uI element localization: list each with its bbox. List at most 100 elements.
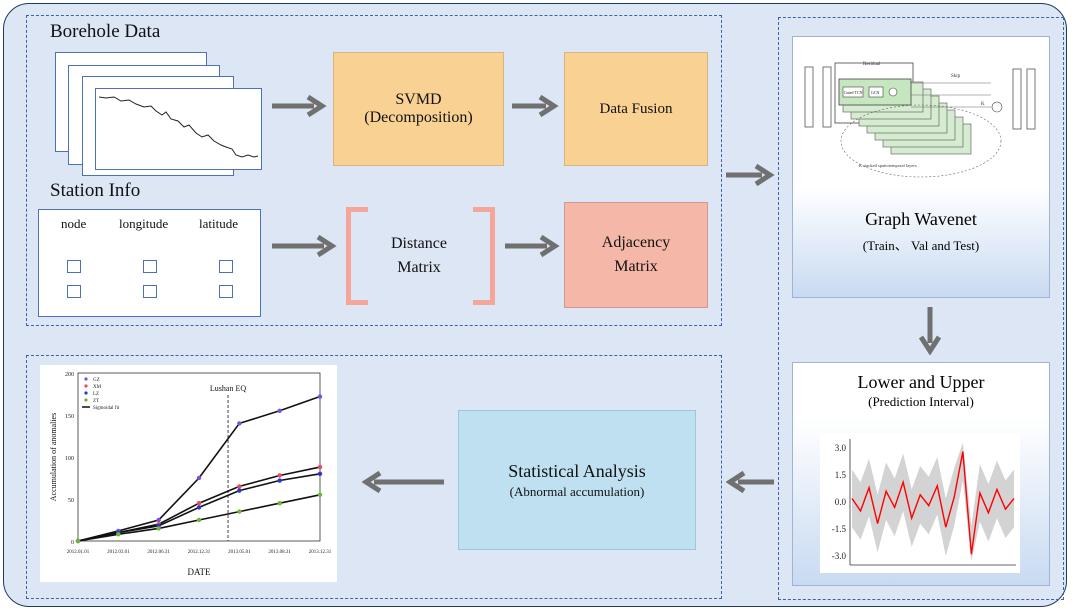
input-group (26, 15, 722, 326)
residual-label: Residual (863, 62, 881, 67)
point-XM (317, 464, 323, 470)
event-label: Lushan EQ (210, 384, 246, 393)
legend-label: LZ (93, 392, 99, 397)
data-fusion-box: Data Fusion (564, 52, 708, 166)
point-ZT (277, 501, 282, 506)
wavenet-title: Graph Wavenet (865, 209, 977, 229)
borehole-title: Borehole Data (50, 21, 161, 42)
point-GZ (156, 517, 161, 523)
legend-marker (84, 377, 88, 381)
y-tick-label: 1.5 (835, 470, 847, 480)
prediction-line (851, 451, 1015, 555)
y-tick-label: 100 (65, 456, 74, 462)
station-title: Station Info (50, 180, 141, 201)
distance-matrix: Distance Matrix (360, 217, 478, 295)
y-tick-label: 0 (71, 540, 74, 546)
distance-sublabel: Matrix (397, 259, 441, 276)
wavenet-architecture-figure: Residual Skip Gated TCN GCN K (804, 62, 1036, 178)
arrow-station-distance (272, 234, 337, 258)
borehole-series-plot (98, 96, 259, 158)
arrow-borehole-svmd (272, 94, 327, 118)
bracket-left (346, 207, 368, 305)
point-GZ (237, 421, 242, 426)
point-XM (196, 501, 202, 506)
stacked-label: K stacked spatiotemporal layers (859, 163, 917, 168)
x-tick-label: 2012.01.01 (67, 550, 90, 555)
arrow-stats-chart (362, 470, 444, 494)
wavenet-panel: Residual Skip Gated TCN GCN K (792, 36, 1050, 298)
y-tick-label: 3.0 (835, 443, 847, 453)
x-tick-label: 2012.03.01 (107, 550, 130, 555)
interval-chart: 3.0 1.5 0.0 -1.5 -3.0 (820, 433, 1020, 573)
legend-marker (84, 384, 88, 388)
interval-panel: Lower and Upper (Prediction Interval) 3.… (792, 362, 1050, 586)
plot-frame (77, 372, 321, 542)
point-LZ (196, 505, 202, 510)
x-tick-label: 2013.08.31 (268, 550, 291, 555)
y-axis-label: Accumulation of anomalies (49, 413, 58, 501)
point-ZT (156, 526, 161, 531)
point-LZ (317, 471, 323, 476)
anomaly-chart: 200 150 100 50 0 2012.01.01 2012.03.01 2012.06.… (40, 365, 337, 582)
x-tick-label: 2012.06.31 (147, 550, 170, 555)
svmd-box: SVMD (Decomposition) (333, 52, 504, 166)
y-tick-label: 50 (68, 498, 74, 504)
legend-label: ZT (93, 399, 99, 404)
point-ZT (317, 492, 323, 497)
column-latitude: latitude (199, 216, 238, 231)
arrow-fusion-wavenet (726, 163, 775, 187)
distance-label: Distance (391, 235, 447, 252)
adjacency-box: Adjacency Matrix (564, 202, 708, 308)
table-cell (67, 260, 81, 273)
analysis-group (26, 355, 722, 599)
skip-label: Skip (951, 74, 961, 79)
table-cell (219, 260, 233, 273)
interval-band (852, 442, 1014, 562)
adjacency-label: Adjacency (601, 234, 671, 251)
point-GZ (277, 408, 282, 413)
stats-subtitle: (Abnormal accumulation) (509, 483, 645, 499)
x-axis-label: DATE (188, 567, 211, 577)
column-node: node (61, 216, 87, 231)
y-tick-label: 0.0 (835, 497, 847, 507)
y-tick-label: 150 (65, 414, 74, 420)
point-XM (237, 484, 242, 489)
anomaly-chart-svg: 200 150 100 50 0 2012.01.01 2012.03.01 2012.06.… (49, 372, 332, 577)
stats-title: Statistical Analysis (508, 460, 646, 481)
gated-tcn-label: Gated TCN (844, 90, 863, 95)
legend-label: GZ (93, 378, 100, 383)
point-ZT (196, 517, 202, 523)
wavenet-subtitle: (Train、 Val and Test) (862, 238, 980, 253)
point-ZT (116, 532, 121, 537)
k-label: K (981, 102, 985, 107)
legend-marker (84, 398, 88, 402)
legend-label: XM (93, 385, 102, 390)
x-tick-label: 2012.12.31 (188, 550, 211, 555)
y-tick-label: -1.5 (832, 524, 847, 534)
point-ZT (237, 509, 242, 514)
legend-label: Sigmoidal fit (93, 406, 120, 411)
table-cell (143, 285, 157, 298)
interval-subtitle: (Prediction Interval) (868, 394, 974, 409)
point-GZ (196, 475, 202, 481)
adjacency-sublabel: Matrix (614, 258, 658, 275)
y-tick-label: -3.0 (832, 551, 847, 561)
arrow-svmd-fusion (512, 94, 559, 118)
y-tick-label: 200 (65, 372, 74, 378)
data-fusion-label: Data Fusion (599, 100, 673, 117)
column-longitude: longitude (119, 216, 169, 231)
svmd-sublabel: (Decomposition) (364, 109, 473, 126)
point-GZ (317, 394, 323, 399)
table-cell (143, 260, 157, 273)
gcn-label: GCN (871, 90, 880, 95)
borehole-page-4 (95, 88, 262, 170)
interval-title: Lower and Upper (857, 372, 985, 392)
model-group (778, 17, 1064, 600)
x-tick-label: 2013.05.01 (228, 550, 251, 555)
point-LZ (277, 478, 282, 483)
legend-marker (84, 391, 88, 395)
arrow-interval-stats (726, 470, 774, 494)
point-XM (277, 473, 282, 478)
svmd-label: SVMD (395, 91, 442, 108)
